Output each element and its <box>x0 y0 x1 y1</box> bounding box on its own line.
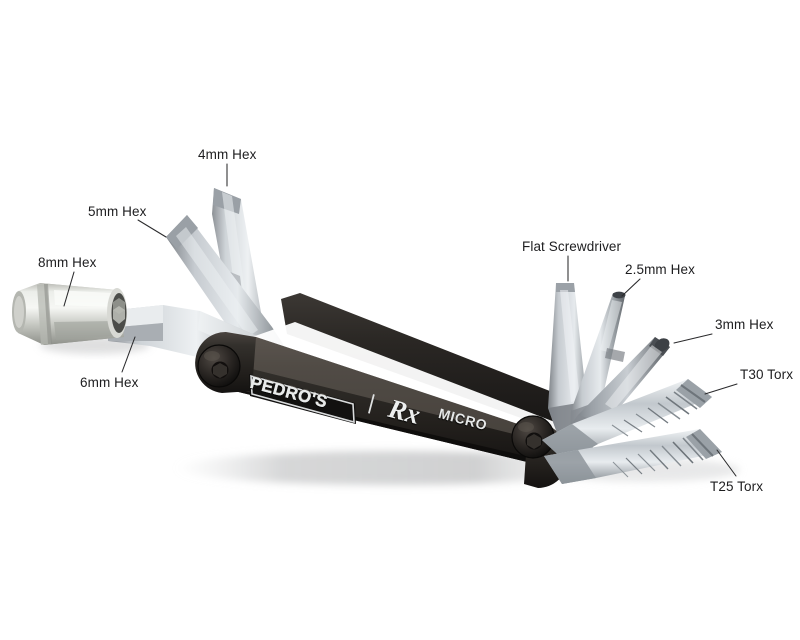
callout-label-hex-2_5mm: 2.5mm Hex <box>625 262 695 277</box>
bit-t30-torx <box>542 379 712 462</box>
callout-label-flat-screwdriver: Flat Screwdriver <box>522 239 622 254</box>
callout-label-hex-8mm: 8mm Hex <box>38 255 97 270</box>
model-label: Rx <box>385 393 424 431</box>
callout-label-torx-t30: T30 Torx <box>740 367 794 382</box>
brand-badge <box>249 374 356 424</box>
callout-label-hex-3mm: 3mm Hex <box>715 317 774 332</box>
bit-t25-torx <box>544 429 722 484</box>
callout-label-hex-4mm: 4mm Hex <box>198 147 257 162</box>
callout-label-hex-5mm: 5mm Hex <box>88 204 147 219</box>
pivot-bolt-left <box>197 344 241 388</box>
socket-8mm-hex <box>12 283 127 345</box>
drop-shadow <box>175 451 605 485</box>
tool-body <box>195 293 568 489</box>
callout-label-torx-t25: T25 Torx <box>710 479 764 494</box>
pivot-bolt-right <box>511 415 555 459</box>
callout-label-hex-6mm: 6mm Hex <box>80 375 139 390</box>
